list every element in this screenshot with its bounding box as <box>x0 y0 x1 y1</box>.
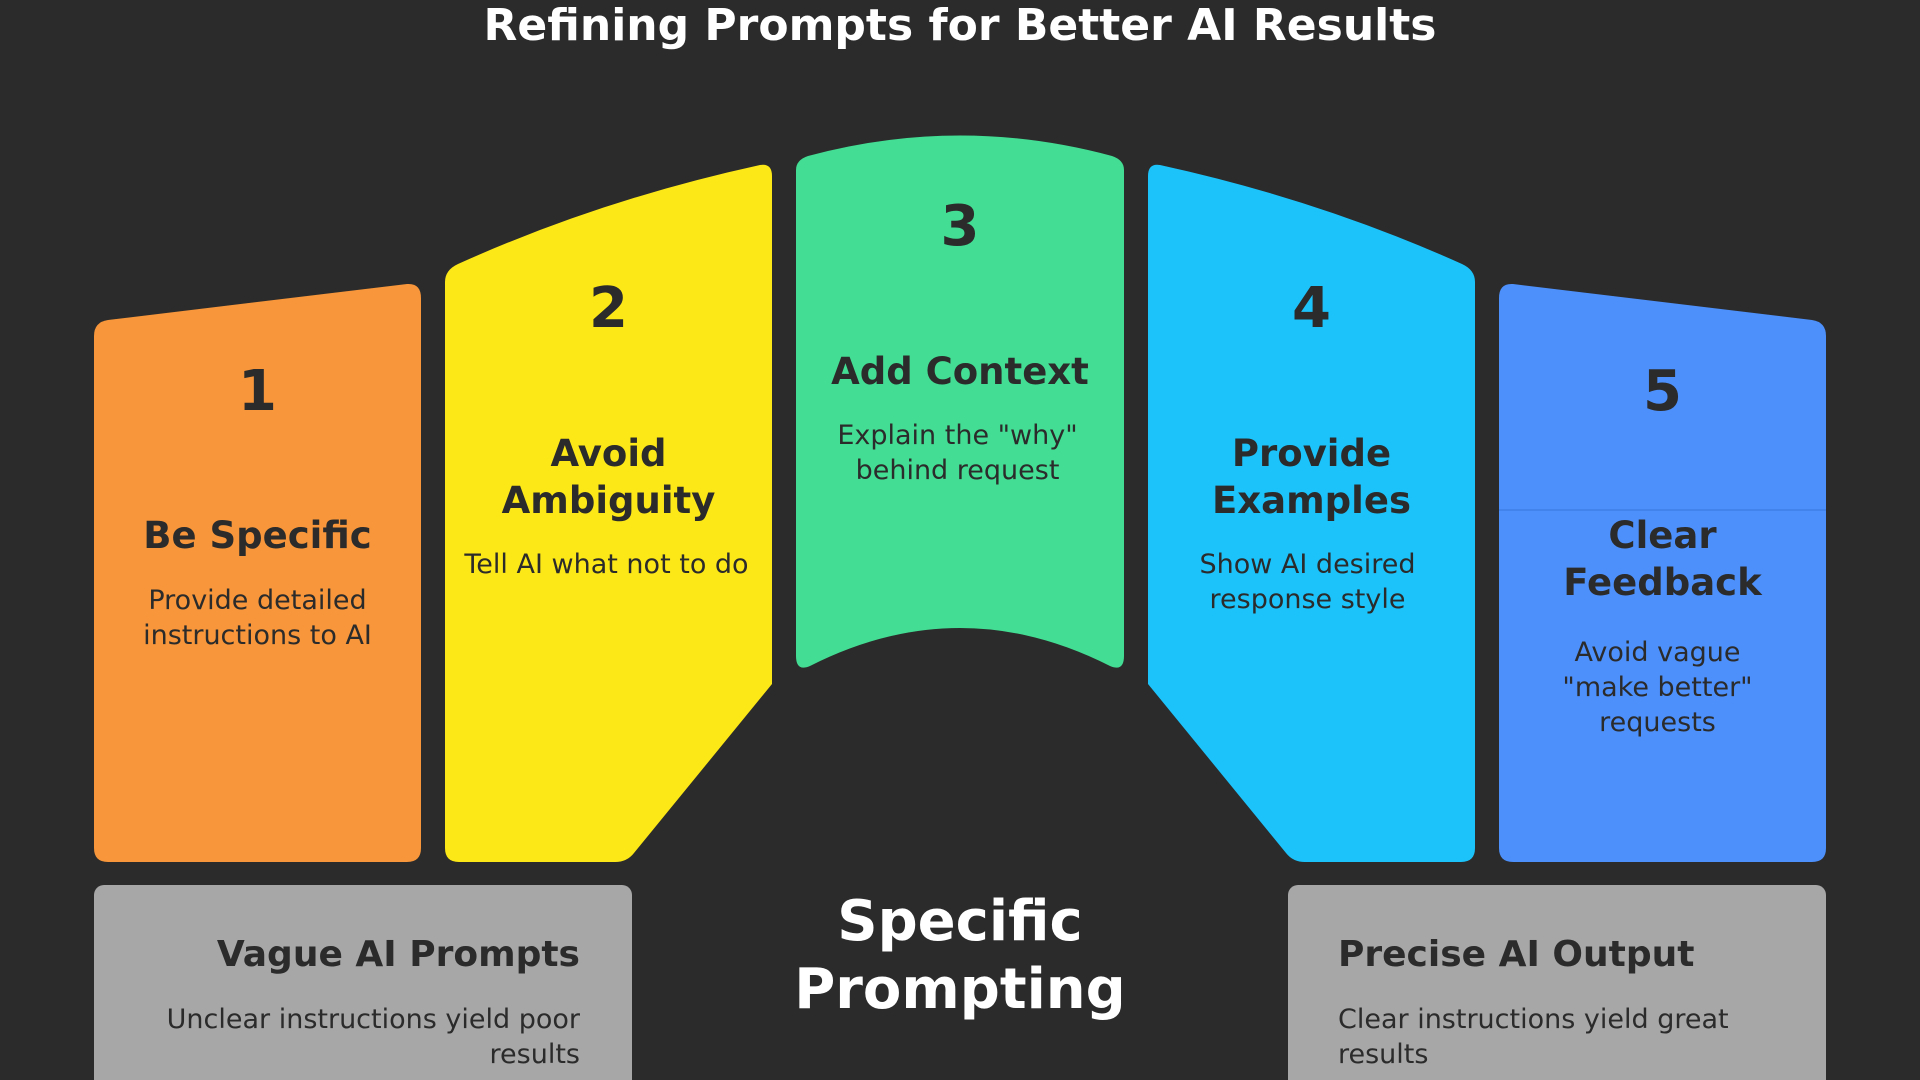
card-3-number: 3 <box>940 194 980 259</box>
page-title: Refining Prompts for Better AI Results <box>483 0 1437 51</box>
card-2-title: Avoid Ambiguity <box>501 432 716 522</box>
vague-prompts-title: Vague AI Prompts <box>216 934 580 975</box>
card-1-description: Provide detailed instructions to AI <box>143 585 372 651</box>
vague-prompts-description: Unclear instructions yield poor results <box>166 1004 580 1070</box>
card-1-shape <box>94 283 421 862</box>
card-4-description: Show AI desired response style <box>1199 549 1416 615</box>
card-3-shape <box>796 135 1124 668</box>
card-3-description: Explain the "why" behind request <box>837 420 1078 486</box>
card-1-number: 1 <box>238 359 277 424</box>
precise-output-description: Clear instructions yield great results <box>1338 1004 1729 1070</box>
card-5-title: Clear Feedback <box>1563 514 1762 604</box>
center-label: Specific Prompting <box>794 889 1126 1022</box>
card-4-number: 4 <box>1292 276 1331 341</box>
card-4-title: Provide Examples <box>1212 432 1411 522</box>
card-2-description: Tell AI what not to do <box>464 549 749 580</box>
card-4-shape <box>1148 164 1475 862</box>
card-3-title: Add Context <box>831 350 1089 393</box>
card-5-number: 5 <box>1643 359 1682 424</box>
vague-prompts-box: Vague AI Prompts Unclear instructions yi… <box>94 885 632 1080</box>
card-1-title: Be Specific <box>143 514 372 557</box>
precise-output-title: Precise AI Output <box>1338 934 1695 975</box>
card-2-shape <box>445 164 772 862</box>
card-5-description: Avoid vague "make better" requests <box>1562 637 1753 738</box>
precise-output-box: Precise AI Output Clear instructions yie… <box>1288 885 1826 1080</box>
card-5-shape <box>1499 283 1826 862</box>
card-2-number: 2 <box>589 276 628 341</box>
